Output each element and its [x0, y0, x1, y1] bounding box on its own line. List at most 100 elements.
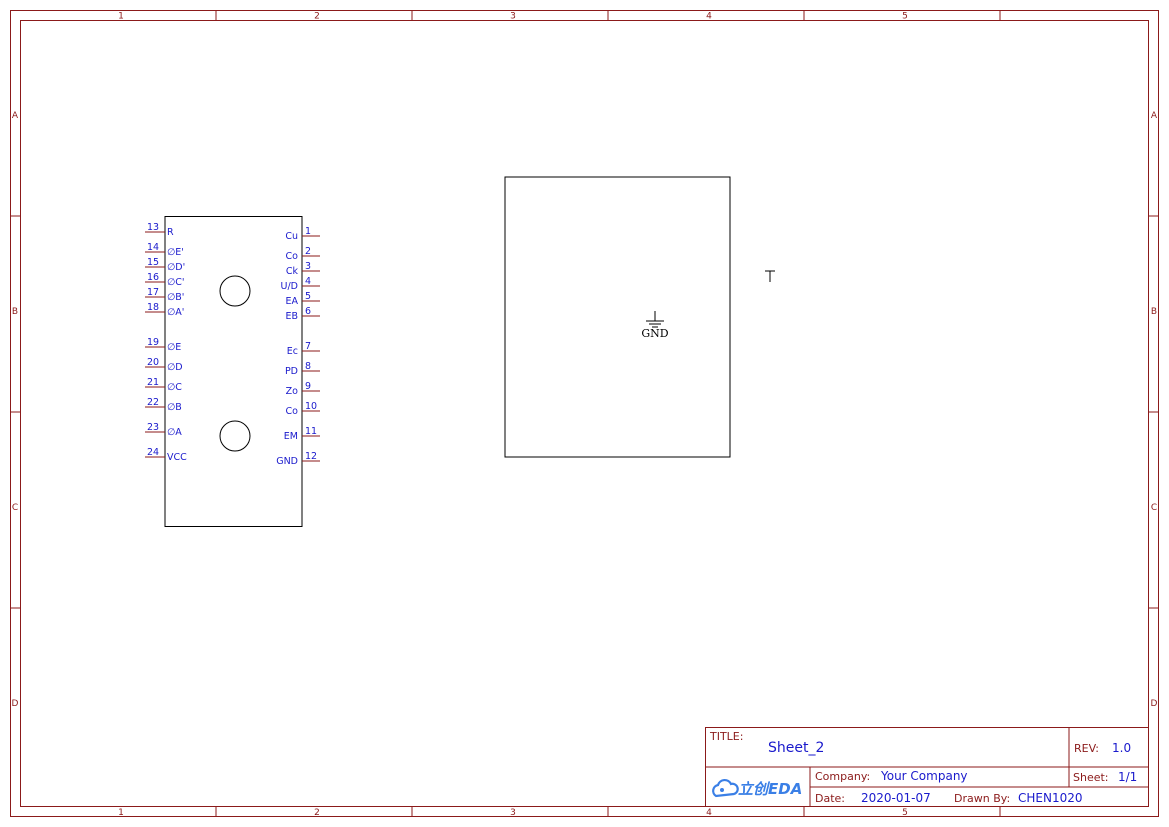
ic-body[interactable]	[164, 216, 303, 527]
pin-name: Zo	[286, 386, 299, 397]
pin-number: 20	[147, 357, 159, 368]
pin-number: 22	[147, 397, 159, 408]
pin-name: Ec	[287, 346, 298, 357]
pin-name: ∅D'	[167, 262, 185, 273]
sub-block-outline[interactable]	[504, 176, 731, 458]
column-label: 4	[706, 12, 712, 22]
pin-number: 5	[305, 291, 311, 302]
ic-pin-left[interactable]: 19 ∅E	[145, 337, 181, 353]
sheet-frame: 1 2 3 4 5 1 2 3 4 5 A B C D A B C D	[10, 10, 1159, 818]
ic-pin-right[interactable]: 3Ck	[286, 261, 320, 277]
ic-pin-left[interactable]: 22 ∅B	[145, 397, 182, 413]
column-label: 3	[510, 808, 516, 818]
row-label: D	[12, 699, 19, 709]
row-label: B	[1151, 307, 1157, 317]
pin-number: 10	[305, 401, 317, 412]
ic-pin-right[interactable]: 10 Co	[286, 401, 320, 417]
company-label: Company:	[815, 770, 870, 783]
ic-pin-left[interactable]: 18 ∅A'	[145, 302, 184, 318]
pin-number: 8	[305, 361, 311, 372]
pin-number: 18	[147, 302, 159, 313]
ic-pin-right[interactable]: 9 Zo	[286, 381, 320, 397]
pin-name: EM	[284, 431, 298, 442]
pin-name: R	[167, 227, 174, 238]
pin-number: 11	[305, 426, 317, 437]
logo-text: 立创EDA	[738, 780, 802, 798]
pin-name: GND	[276, 456, 298, 467]
pin-name: VCC	[167, 452, 187, 463]
pin-number: 7	[305, 341, 311, 352]
pin-name: ∅C	[167, 382, 182, 393]
column-label: 5	[902, 12, 908, 22]
ic-pin-left[interactable]: 15 ∅D'	[145, 257, 185, 273]
pin-number: 19	[147, 337, 159, 348]
ic-pin-left[interactable]: 21∅C	[145, 377, 182, 393]
ic-pin-left[interactable]: 16 ∅C'	[145, 272, 185, 288]
pin-name: ∅A	[167, 427, 182, 438]
row-label: A	[1151, 111, 1158, 121]
company-value: Your Company	[880, 769, 968, 783]
ic-mounting-hole-top	[219, 275, 251, 307]
pin-name: U/D	[281, 281, 298, 292]
ic-pin-right[interactable]: 1Cu	[285, 226, 320, 242]
ic-pin-left[interactable]: 20∅D	[145, 357, 183, 373]
sheet-label: Sheet:	[1073, 771, 1109, 784]
pin-name: ∅E	[167, 342, 181, 353]
pin-number: 13	[147, 222, 159, 233]
pin-number: 6	[305, 306, 311, 317]
sub-block[interactable]: GND	[504, 176, 731, 458]
ic-pin-right[interactable]: 2Co	[286, 246, 320, 262]
date-label: Date:	[815, 792, 845, 805]
column-label: 3	[510, 12, 516, 22]
ic-pin-right[interactable]: 8PD	[285, 361, 320, 377]
gnd-label: GND	[641, 327, 668, 340]
pin-name: ∅E'	[167, 247, 184, 258]
pin-name: EA	[285, 296, 298, 307]
drawn-by-label: Drawn By:	[954, 792, 1010, 805]
pin-name: Co	[286, 406, 299, 417]
pin-name: Cu	[285, 231, 298, 242]
title-value: Sheet_2	[768, 740, 824, 756]
rev-value: 1.0	[1112, 741, 1131, 755]
ic-mounting-hole-bottom	[219, 420, 251, 452]
pin-number: 17	[147, 287, 159, 298]
ic-pin-right[interactable]: 7 Ec	[287, 341, 320, 357]
row-label: C	[12, 503, 18, 513]
ic-pin-right[interactable]: 4U/D	[281, 276, 320, 292]
column-label: 2	[314, 808, 320, 818]
pin-name: ∅A'	[167, 307, 184, 318]
pin-name: Co	[286, 251, 299, 262]
ic-pin-left[interactable]: 17∅B'	[145, 287, 184, 303]
row-label: A	[12, 111, 19, 121]
column-label: 1	[118, 12, 124, 22]
ic-pin-left[interactable]: 23 ∅A	[145, 422, 182, 438]
pin-name: ∅B	[167, 402, 182, 413]
pin-name: ∅C'	[167, 277, 185, 288]
ic-left-pins: 13 R 14∅E'15 ∅D' 16 ∅C'17∅B'18 ∅A' 19 ∅E 20∅D 21∅C…	[145, 222, 187, 463]
rev-label: REV:	[1074, 742, 1099, 755]
ic-pin-left[interactable]: 13 R	[145, 222, 174, 238]
title-block: TITLE: Sheet_2 REV: 1.0 Company: Your Co…	[705, 727, 1149, 807]
ic-component[interactable]: 13 R 14∅E'15 ∅D' 16 ∅C'17∅B'18 ∅A' 19 ∅E 20∅D 21∅C…	[145, 216, 320, 527]
text-cursor-mark	[765, 270, 775, 282]
ic-pin-left[interactable]: 14∅E'	[145, 242, 184, 258]
sheet-value: 1/1	[1118, 770, 1137, 784]
pin-number: 23	[147, 422, 159, 433]
pin-number: 16	[147, 272, 159, 283]
gnd-symbol[interactable]: GND	[641, 311, 669, 340]
pin-number: 3	[305, 261, 311, 272]
lceda-logo: 立创EDA	[712, 778, 802, 798]
ic-pin-right[interactable]: 5 EA	[285, 291, 320, 307]
pin-number: 9	[305, 381, 311, 392]
ic-pin-right[interactable]: 6 EB	[285, 306, 320, 322]
row-label: B	[12, 307, 18, 317]
column-label: 5	[902, 808, 908, 818]
ic-pin-right[interactable]: 11 EM	[284, 426, 320, 442]
pin-number: 15	[147, 257, 159, 268]
row-label: C	[1151, 503, 1157, 513]
title-label: TITLE:	[709, 730, 743, 743]
pin-name: EB	[285, 311, 298, 322]
